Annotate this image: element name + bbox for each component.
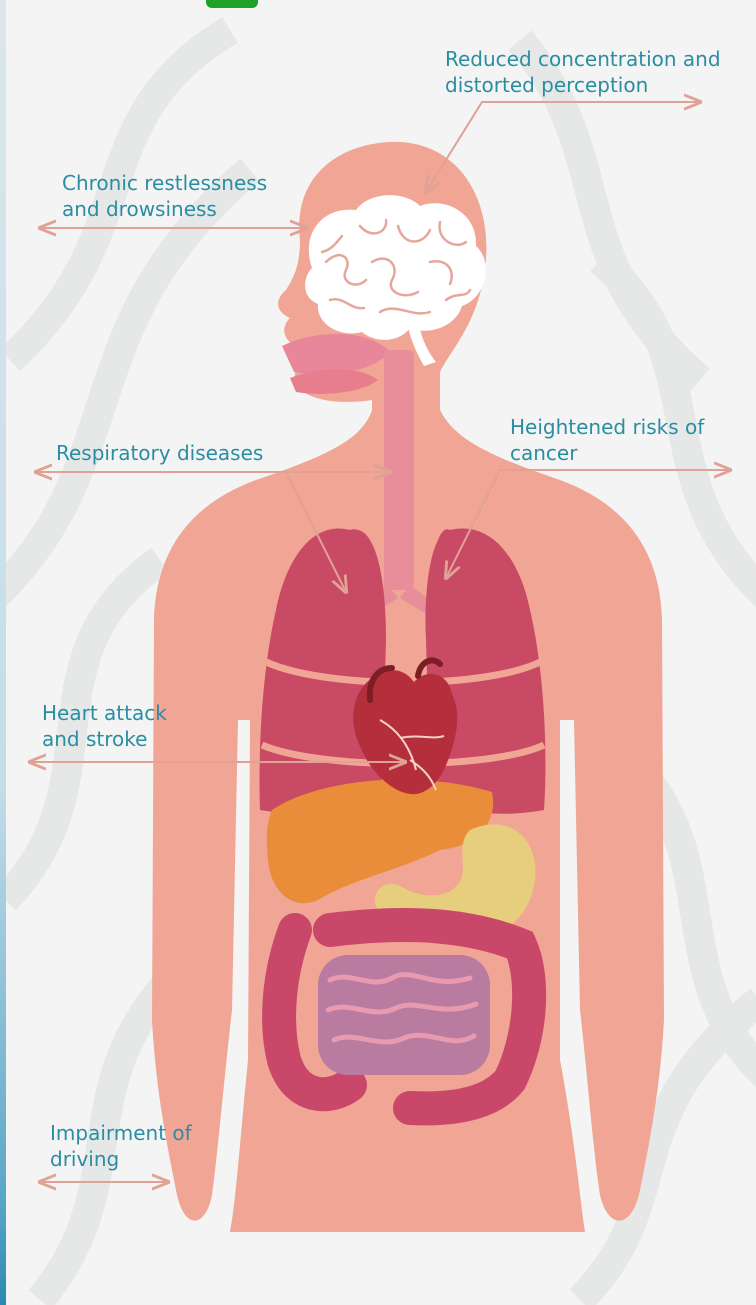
label-respiratory: Respiratory diseases bbox=[56, 440, 263, 466]
left-edge-gradient bbox=[0, 0, 6, 1305]
label-respiratory-line1: Respiratory diseases bbox=[56, 440, 263, 466]
label-driving-line1: Impairment of bbox=[50, 1120, 192, 1146]
label-driving: Impairment of driving bbox=[50, 1120, 192, 1172]
label-concentration: Reduced concentration and distorted perc… bbox=[445, 46, 721, 98]
label-cancer: Heightened risks of cancer bbox=[510, 414, 704, 466]
label-heart-line1: Heart attack bbox=[42, 700, 167, 726]
label-restlessness-line2: and drowsiness bbox=[62, 196, 267, 222]
label-concentration-line2: distorted perception bbox=[445, 72, 721, 98]
label-restlessness-line1: Chronic restlessness bbox=[62, 170, 267, 196]
label-driving-line2: driving bbox=[50, 1146, 192, 1172]
label-heart: Heart attack and stroke bbox=[42, 700, 167, 752]
label-cancer-line1: Heightened risks of bbox=[510, 414, 704, 440]
top-green-mark bbox=[206, 0, 258, 8]
label-concentration-line1: Reduced concentration and bbox=[445, 46, 721, 72]
label-cancer-line2: cancer bbox=[510, 440, 704, 466]
label-restlessness: Chronic restlessness and drowsiness bbox=[62, 170, 267, 222]
label-heart-line2: and stroke bbox=[42, 726, 167, 752]
